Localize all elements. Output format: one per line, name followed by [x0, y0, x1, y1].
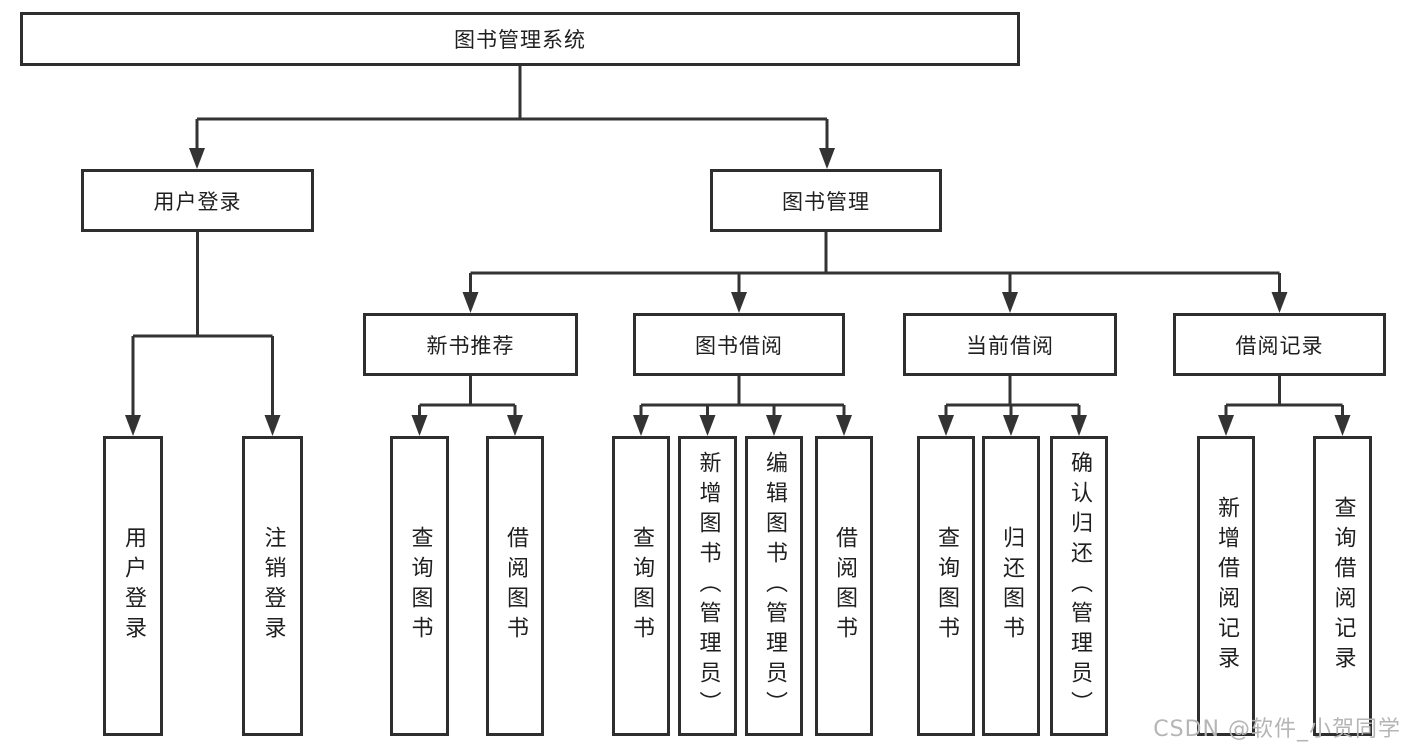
leaf-bb-borrow-book: 借阅图书 — [815, 436, 873, 736]
node-label: 查询借阅记录 — [1330, 496, 1356, 676]
node-label: 借阅记录 — [1235, 333, 1324, 358]
watermark: CSDN @软件_小贺同学 — [1153, 717, 1401, 742]
node-label: 确认归还（管理员） — [1067, 451, 1092, 721]
node-label: 图书管理 — [782, 189, 870, 214]
leaf-logout: 注销登录 — [242, 436, 303, 736]
leaf-bb-add-book-admin: 新增图书（管理员） — [678, 436, 737, 736]
node-label: 查询图书 — [407, 526, 433, 646]
node-label: 编辑图书（管理员） — [762, 451, 787, 721]
node-label: 新书推荐 — [426, 333, 515, 358]
node-label: 用户登录 — [121, 526, 146, 646]
node-label: 查询图书 — [934, 526, 959, 646]
node-label: 归还图书 — [999, 526, 1024, 646]
node-borrow-record: 借阅记录 — [1173, 313, 1386, 376]
leaf-br-query-record: 查询借阅记录 — [1313, 436, 1372, 736]
node-label: 借阅图书 — [832, 526, 857, 646]
leaf-cb-query-book: 查询图书 — [917, 436, 975, 736]
node-label: 借阅图书 — [503, 526, 528, 646]
node-current-borrow: 当前借阅 — [903, 313, 1117, 376]
node-book-borrow: 图书借阅 — [633, 313, 845, 376]
node-label: 注销登录 — [260, 526, 286, 646]
node-label: 图书管理系统 — [454, 28, 586, 52]
node-new-book-recommend: 新书推荐 — [363, 313, 578, 376]
leaf-cb-confirm-return-admin: 确认归还（管理员） — [1050, 436, 1108, 736]
leaf-bb-edit-book-admin: 编辑图书（管理员） — [745, 436, 803, 736]
leaf-nbr-query-book: 查询图书 — [390, 436, 449, 736]
node-library-management-system: 图书管理系统 — [20, 12, 1020, 66]
leaf-cb-return-book: 归还图书 — [982, 436, 1040, 736]
node-label: 新增图书（管理员） — [695, 451, 721, 721]
node-label: 当前借阅 — [966, 333, 1054, 358]
leaf-nbr-borrow-book: 借阅图书 — [486, 436, 544, 736]
node-user-login: 用户登录 — [81, 169, 314, 232]
node-label: 用户登录 — [153, 189, 242, 214]
leaf-user-login: 用户登录 — [103, 436, 163, 736]
node-label: 图书借阅 — [695, 333, 783, 358]
leaf-bb-query-book: 查询图书 — [612, 436, 670, 736]
node-book-management: 图书管理 — [710, 169, 942, 232]
node-label: 新增借阅记录 — [1214, 496, 1239, 676]
node-label: 查询图书 — [629, 526, 654, 646]
leaf-br-add-record: 新增借阅记录 — [1197, 436, 1255, 736]
